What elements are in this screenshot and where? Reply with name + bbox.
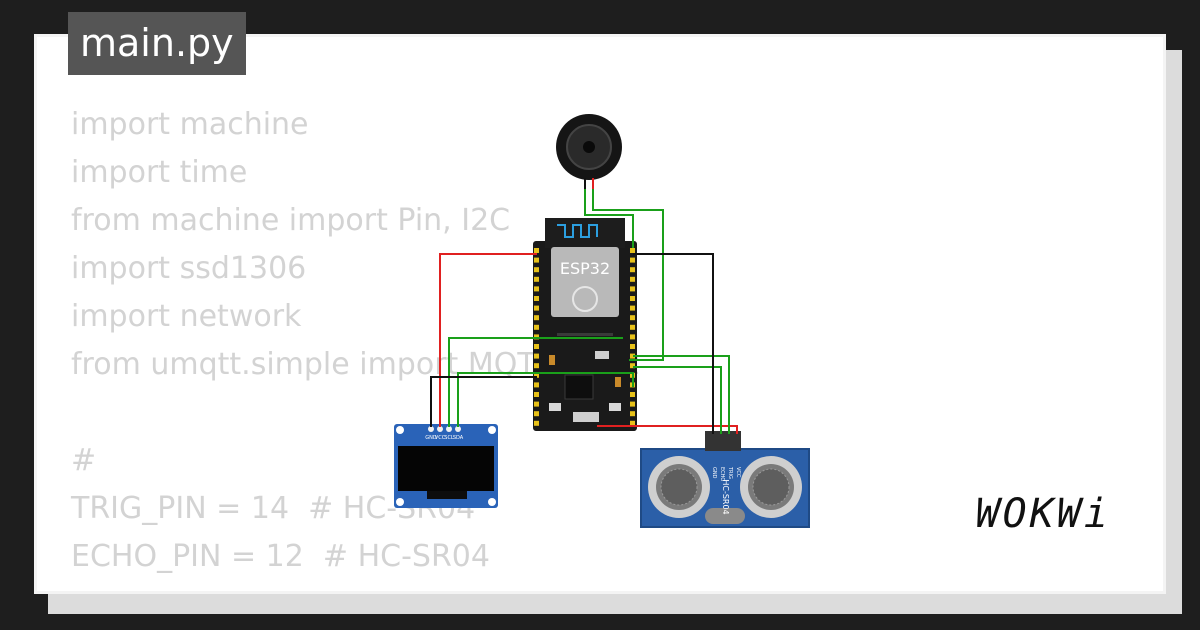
code-line: BUZZER_PIN = 15 # — [71, 581, 639, 591]
esp32-pin — [534, 401, 539, 407]
esp32-pin — [630, 315, 635, 321]
esp32-pin — [630, 305, 635, 311]
code-line: import machine — [71, 107, 309, 142]
esp32-pin — [534, 353, 539, 359]
sensor-label: HC-SR04 — [721, 479, 730, 514]
sensor-pin-gnd: GND — [711, 467, 717, 479]
esp32-pin — [630, 324, 635, 330]
circuit-diagram[interactable]: ESP32 GND VCC SCL — [37, 37, 1166, 594]
oled-pin-scl: SCL — [444, 435, 454, 441]
code-line: # — [71, 443, 97, 478]
ultrasonic-sensor[interactable]: HC-SR04 VCC TRIG ECHO GND — [640, 431, 810, 528]
esp32-pin — [534, 420, 539, 426]
esp32-pin — [534, 286, 539, 292]
file-tab[interactable]: main.py — [68, 12, 246, 75]
esp32-pin — [630, 276, 635, 282]
oled-pin-gnd: GND — [425, 435, 437, 441]
esp32-pin — [630, 392, 635, 397]
esp32-pin — [630, 401, 635, 407]
esp32-pin — [630, 257, 635, 263]
esp32-pin — [630, 411, 635, 417]
esp32-pin — [534, 296, 539, 301]
esp32-pin — [534, 334, 539, 340]
esp32-pin — [630, 420, 635, 426]
esp32-pin — [630, 267, 635, 273]
esp32-pin — [534, 305, 539, 311]
esp32-board[interactable]: ESP32 — [533, 218, 637, 431]
sensor-pin-trig: TRIG — [727, 466, 733, 479]
oled-display[interactable]: GND VCC SCL SDA — [394, 424, 498, 508]
oled-pin-vcc: VCC — [435, 435, 446, 441]
esp32-pin — [534, 257, 539, 263]
esp32-pin — [630, 296, 635, 301]
sensor-pin-vcc: VCC — [735, 467, 741, 478]
esp32-pin — [534, 372, 539, 378]
esp32-pin — [534, 324, 539, 330]
sensor-pin-echo: ECHO — [719, 467, 725, 481]
esp32-pin — [630, 286, 635, 292]
esp32-pin — [534, 411, 539, 417]
esp32-pin — [630, 344, 635, 349]
wokwi-logo: WOKWi — [975, 491, 1111, 537]
esp32-pin — [534, 315, 539, 321]
esp32-pin — [534, 276, 539, 282]
code-line: import time — [71, 155, 248, 190]
wires — [430, 189, 738, 434]
preview-card: import machine import time from machine im… — [34, 34, 1166, 594]
esp32-pin — [534, 392, 539, 397]
buzzer[interactable] — [556, 114, 622, 189]
oled-pin-sda: SDA — [453, 435, 464, 441]
esp32-pin — [630, 334, 635, 340]
esp32-pin — [534, 248, 539, 253]
code-line: from machine import Pin, I2C — [71, 203, 511, 238]
esp32-pin — [630, 248, 635, 253]
esp32-pin — [534, 363, 539, 369]
code-line: ECHO_PIN = 12 # HC-SR04 — [71, 539, 490, 574]
esp32-pin — [534, 267, 539, 273]
esp32-label: ESP32 — [560, 259, 610, 278]
esp32-pin — [630, 363, 635, 369]
esp32-pin — [534, 344, 539, 349]
code-line: import ssd1306 — [71, 251, 307, 286]
esp32-pin — [534, 382, 539, 388]
code-line: import network — [71, 299, 302, 334]
esp32-pin — [630, 353, 635, 359]
